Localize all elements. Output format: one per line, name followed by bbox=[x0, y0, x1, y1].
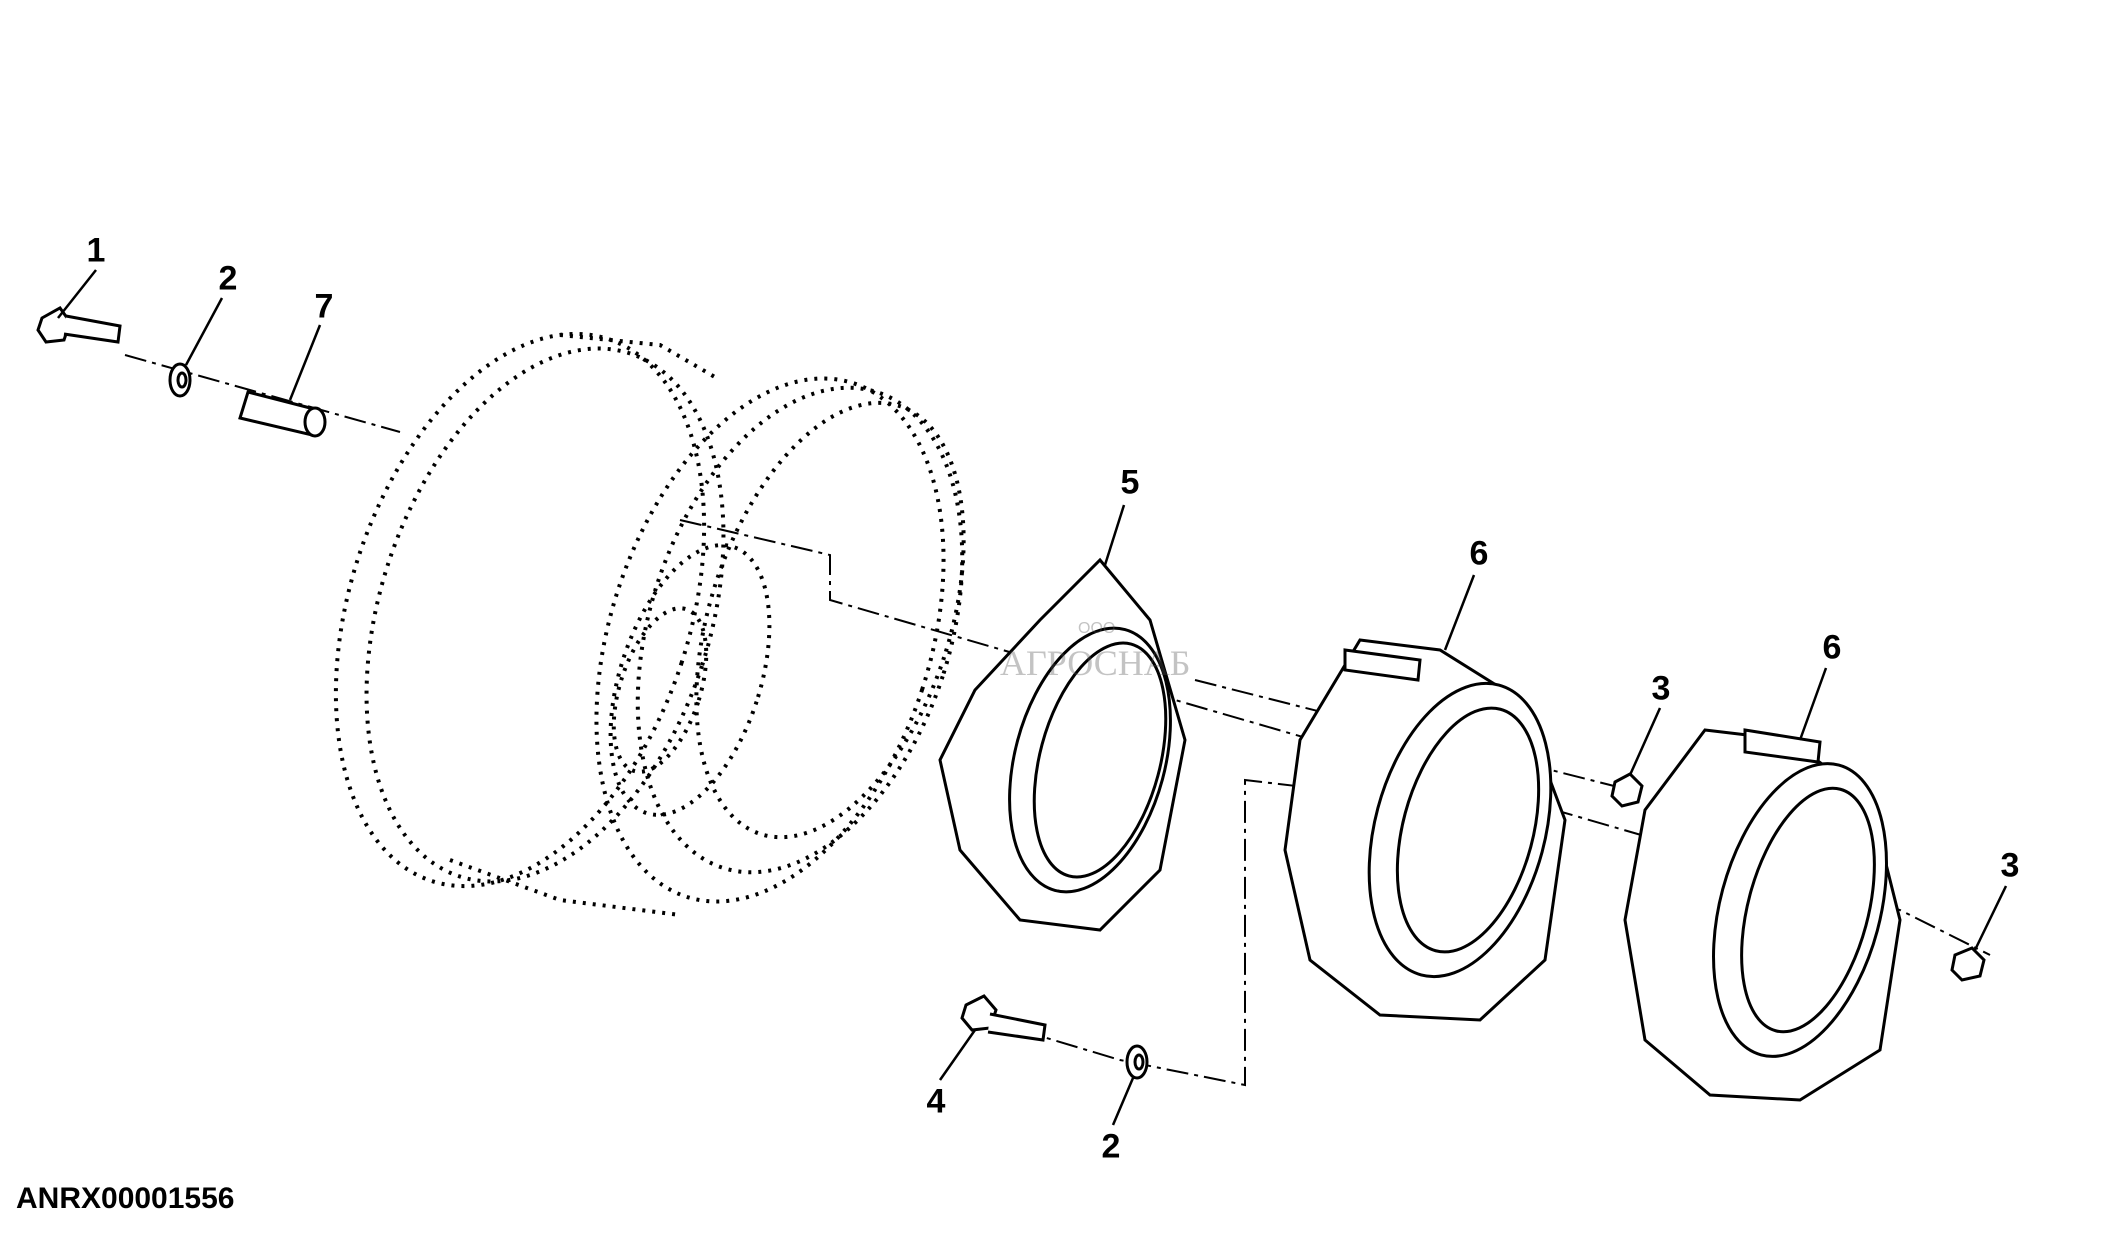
bolt-1 bbox=[36, 306, 122, 344]
centerlines bbox=[124, 354, 1991, 1087]
weight-6-inner bbox=[1283, 638, 1567, 1022]
spacer-7 bbox=[238, 390, 327, 438]
watermark-prefix: ООО bbox=[1078, 620, 1116, 637]
callout-6: 6 bbox=[1822, 628, 1842, 667]
nut-3b bbox=[1950, 946, 1986, 982]
wheel-phantom bbox=[333, 331, 966, 917]
nut-3a bbox=[1610, 772, 1644, 808]
callout-5: 5 bbox=[1120, 463, 1140, 502]
leader-lines bbox=[57, 269, 2008, 1126]
callout-3: 3 bbox=[2000, 846, 2020, 885]
callout-6: 6 bbox=[1469, 534, 1489, 573]
bolt-4 bbox=[960, 994, 1047, 1042]
callout-2: 2 bbox=[1101, 1127, 1121, 1166]
weight-5 bbox=[938, 557, 1187, 932]
callout-3: 3 bbox=[1651, 669, 1671, 708]
weight-6-outer bbox=[1623, 728, 1902, 1102]
watermark-name: АГРОСНАБ bbox=[1000, 643, 1191, 683]
washer-2 bbox=[168, 362, 192, 398]
callout-4: 4 bbox=[926, 1082, 946, 1121]
callout-1: 1 bbox=[86, 231, 106, 270]
figure-id: ANRX00001556 bbox=[16, 1182, 235, 1215]
watermark-logo: ООО АГРОСНАБ bbox=[950, 560, 1210, 690]
callout-7: 7 bbox=[314, 287, 334, 326]
washer-2b bbox=[1125, 1044, 1149, 1080]
callout-2: 2 bbox=[218, 259, 238, 298]
